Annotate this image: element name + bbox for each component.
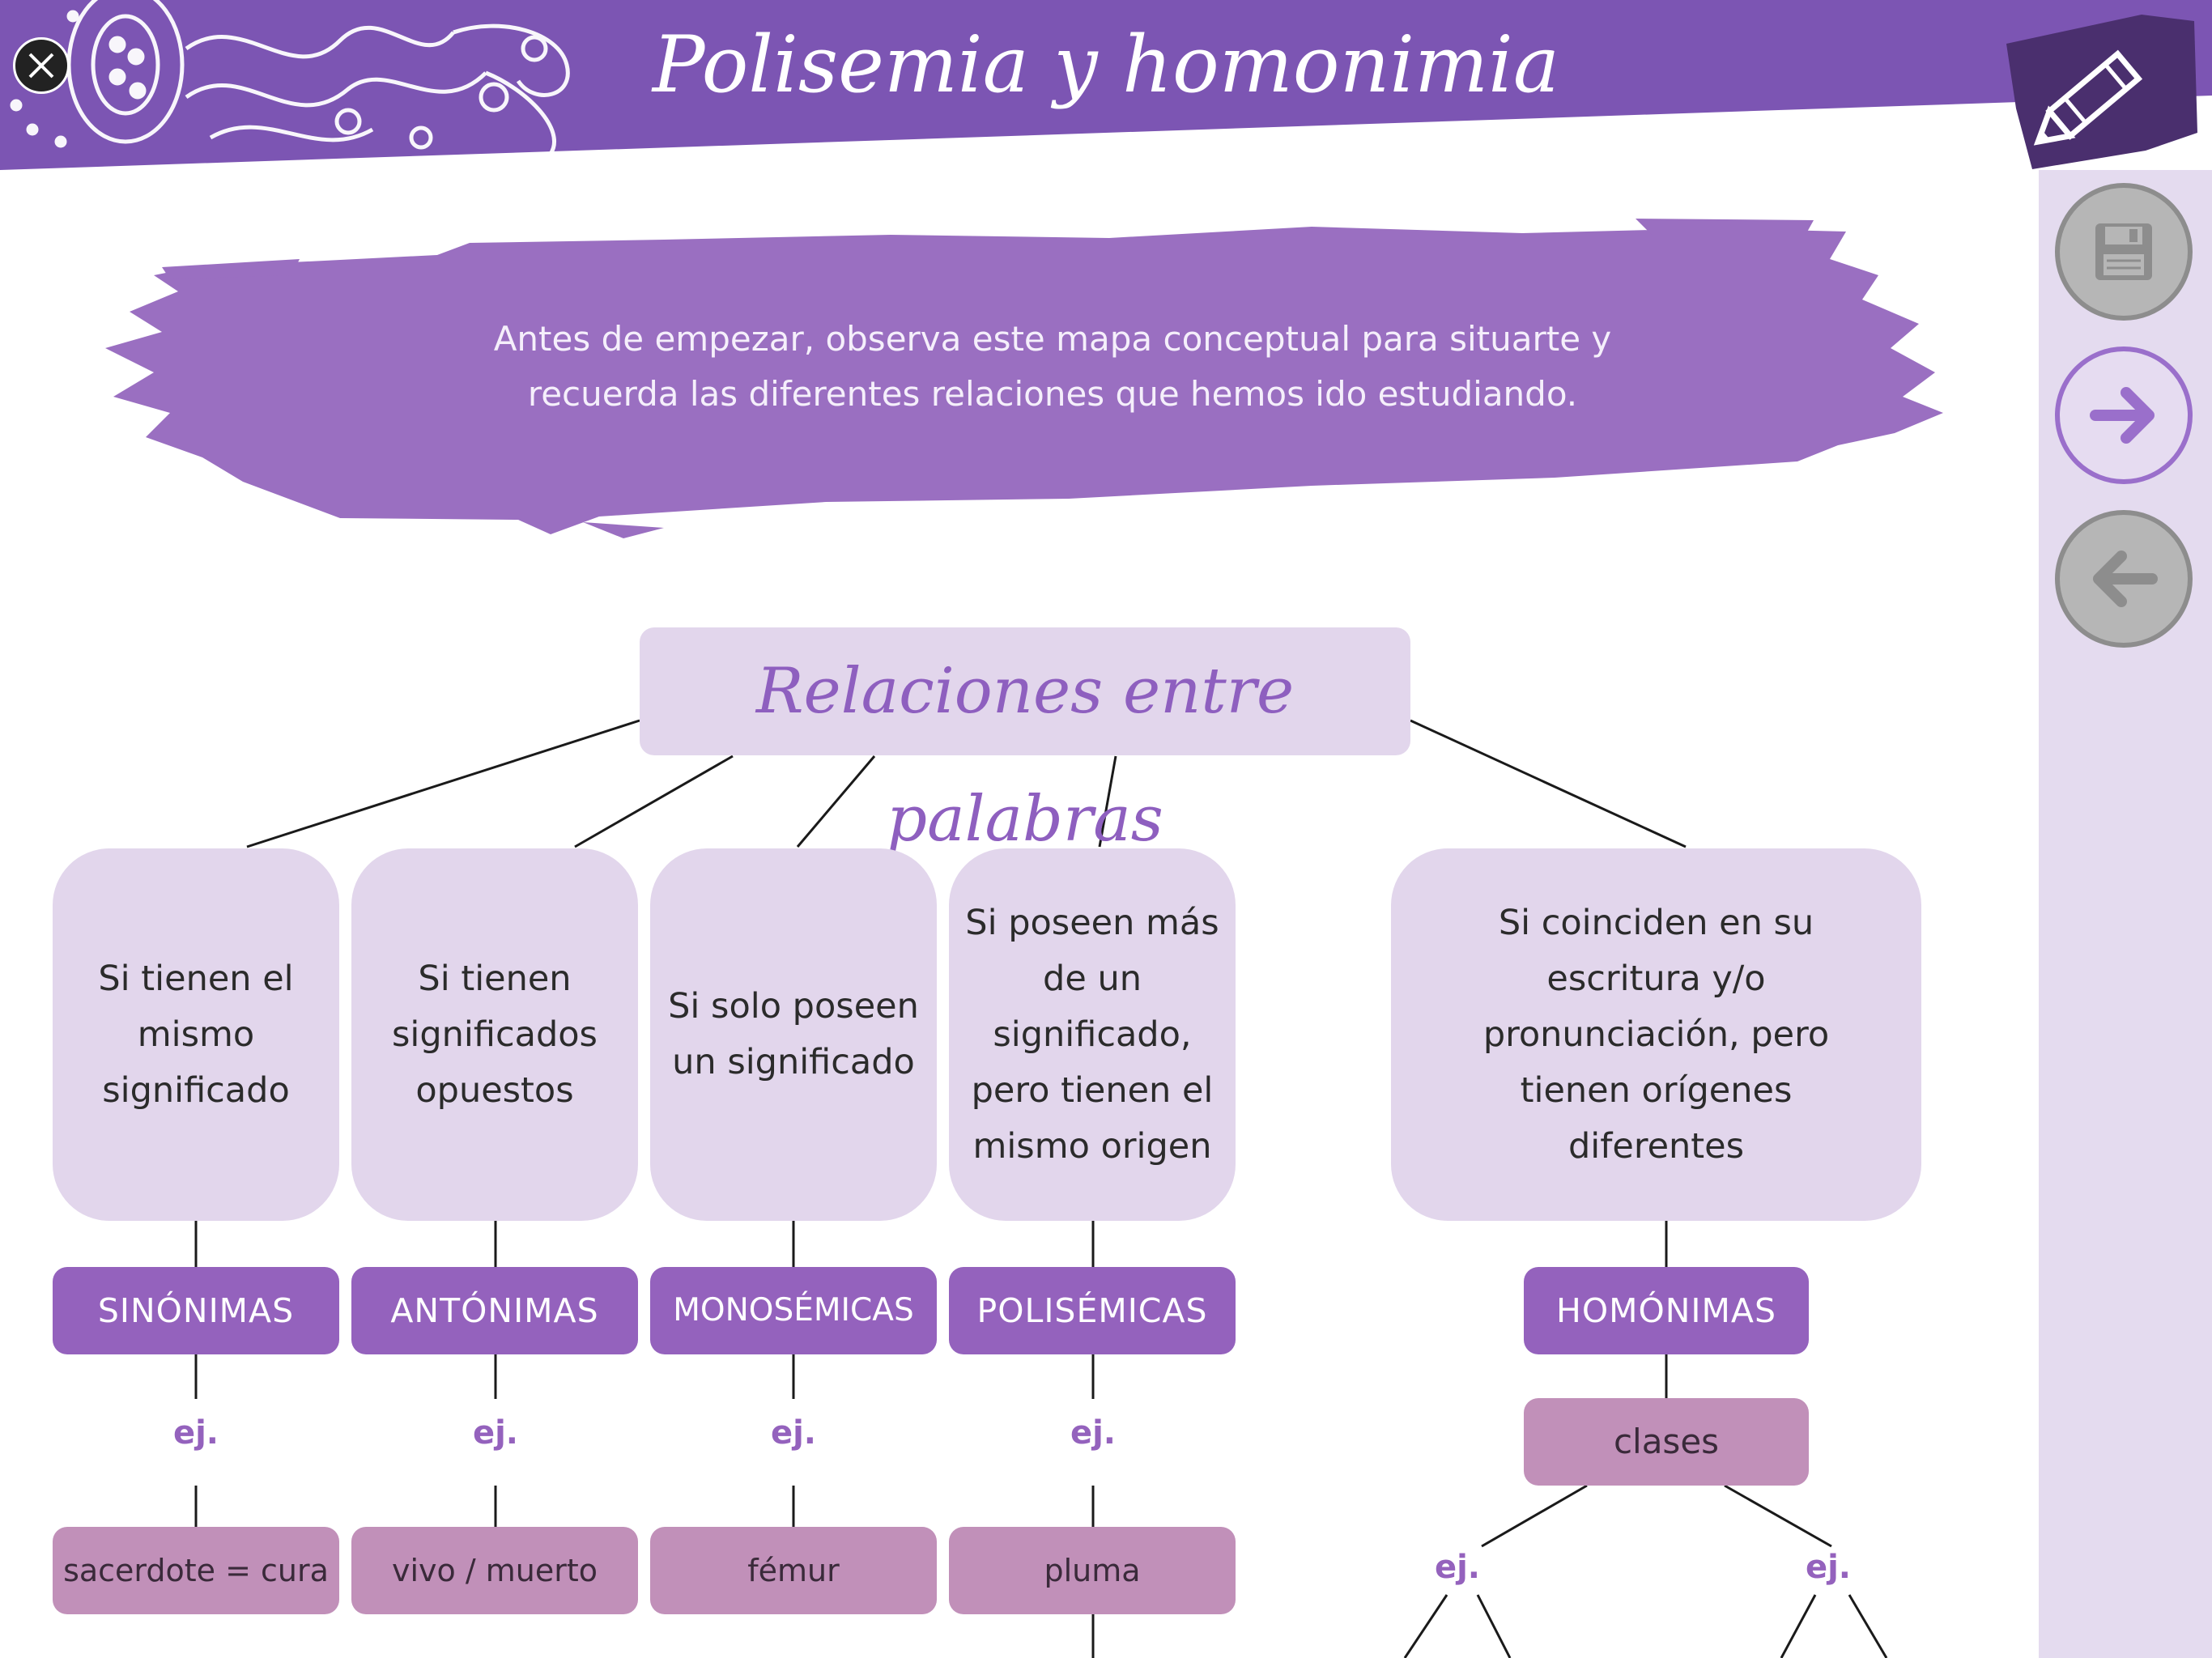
example-monosemicas: fémur [650,1527,937,1614]
back-button[interactable] [2055,510,2193,648]
header-banner [0,0,2212,170]
condition-box-polisemicas: Si poseen más de un significado, pero ti… [949,848,1236,1221]
example-sinonimas: sacerdote = cura [53,1527,339,1614]
pencil-icon [2006,15,2197,169]
label-polisemicas: POLISÉMICAS [949,1267,1236,1354]
example-antonimas: vivo / muerto [351,1527,638,1614]
intro-banner [97,210,1943,551]
header-bar: Polisemia y homonimia [0,0,2212,170]
example-marker-homonimas-left: ej. [1434,1549,1481,1586]
label-monosemicas: MONOSÉMICAS [650,1267,937,1354]
example-marker-monosemicas: ej. [770,1414,817,1452]
homonimas-classes-box: clases [1524,1398,1809,1486]
condition-box-monosemicas: Si solo poseen un significado [650,848,937,1221]
example-marker-homonimas-right: ej. [1805,1549,1852,1586]
example-marker-antonimas: ej. [472,1414,519,1452]
arrow-right-icon [2090,387,2155,444]
condition-box-antonimas: Si tienen significados opuestos [351,848,638,1221]
edit-notes-button[interactable] [2000,11,2202,169]
next-button[interactable] [2055,346,2193,484]
example-marker-polisemicas: ej. [1070,1414,1117,1452]
floral-ornament-icon [10,0,570,155]
arrow-left-icon [2093,551,2158,607]
condition-box-sinonimas: Si tienen el mismo significado [53,848,339,1221]
floppy-disk-icon [2095,223,2152,280]
close-icon [28,53,54,79]
example-marker-sinonimas: ej. [172,1414,219,1452]
concept-map-title: Relaciones entre palabras [640,627,1410,856]
example-polisemicas: pluma [949,1527,1236,1614]
label-sinonimas: SINÓNIMAS [53,1267,339,1354]
close-button[interactable] [13,37,70,94]
intro-line-2: recuerda las diferentes relaciones que h… [527,374,1578,414]
intro-line-1: Antes de empezar, observa este mapa conc… [493,319,1612,359]
label-antonimas: ANTÓNIMAS [351,1267,638,1354]
brush-stroke-background [105,219,1943,538]
condition-box-homonimas: Si coinciden en su escritura y/o pronunc… [1391,848,1921,1221]
label-homonimas: HOMÓNIMAS [1524,1267,1809,1354]
page-title: Polisemia y homonimia [652,19,1560,110]
save-button[interactable] [2055,183,2193,321]
intro-text: Antes de empezar, observa este mapa conc… [356,312,1749,422]
